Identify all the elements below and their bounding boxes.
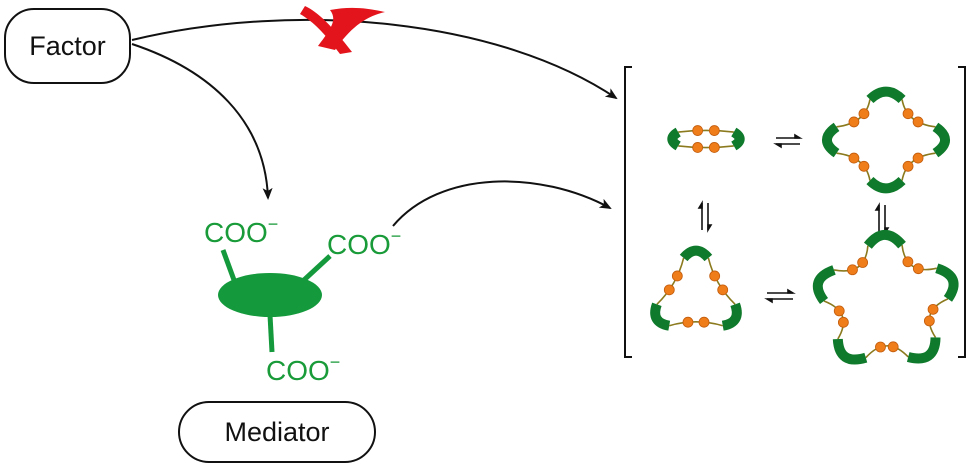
macrocycle-linker [901, 152, 936, 181]
bracket-right [958, 66, 966, 358]
macrocycle-bead [709, 270, 721, 282]
mediator-box: Mediator [178, 401, 376, 463]
macrocycle-tetramer [822, 86, 950, 194]
macrocycle-unit [679, 245, 713, 262]
macrocycle-bead [912, 116, 924, 128]
equilibrium-arrow-top [773, 133, 803, 149]
carboxylate-label-bottom: COO− [266, 352, 341, 386]
equilibrium-arrow-left [697, 200, 713, 233]
macrocycle-unit [932, 122, 950, 158]
macrocycle-bead [858, 160, 870, 172]
equilibrium-arrow-bottom [764, 288, 796, 304]
macrocycle-bead [833, 305, 845, 317]
carboxylate-label-right: COO− [327, 226, 402, 260]
blocked-x-icon [300, 6, 385, 54]
macrocycle-bead [717, 284, 729, 296]
macrocycle-linker [928, 298, 949, 338]
carboxylate-bond-left [220, 249, 237, 281]
macrocycle-bead [857, 257, 869, 268]
macrocycle-bead [902, 160, 914, 172]
macrocycle-bead [698, 316, 710, 328]
mediator-label: Mediator [224, 416, 330, 447]
macrocycle-bead [682, 316, 694, 328]
arrow-factor-to-mediator [131, 43, 273, 200]
bracket-left [624, 66, 632, 358]
macrocycle-bead [708, 125, 720, 136]
macrocycle-linker [836, 152, 871, 181]
macrocycle-trimer [650, 245, 742, 331]
macrocycle-linker [823, 300, 845, 340]
macrocycle-bead [923, 315, 935, 327]
macrocycle-dimer [667, 125, 745, 153]
macrocycle-linker [901, 99, 936, 128]
macrocycle-linker [865, 345, 909, 359]
arrow-mediator-to-equilibrium [392, 180, 612, 227]
macrocycle-bead [912, 152, 924, 164]
macrocycle-bead [692, 142, 704, 153]
macrocycle-linker [901, 245, 937, 271]
macrocycle-bead [927, 303, 939, 315]
macrocycle-bead [848, 116, 860, 128]
macrocycle-bead [692, 125, 704, 136]
macrocycle-unit [650, 302, 671, 331]
macrocycle-bead [837, 316, 849, 328]
macrocycle-unit [866, 86, 906, 104]
macrocycle-bead [875, 341, 886, 353]
equilibrium-arrow-right [874, 202, 890, 236]
macrocycle-bead [902, 256, 914, 268]
carboxylate-bond-bottom [267, 314, 275, 353]
macrocycle-unit [667, 127, 681, 151]
macrocycle-unit [822, 122, 840, 158]
mediator-core [218, 273, 322, 317]
macrocycle-linker [678, 129, 734, 133]
carboxylate-label-left: COO− [204, 214, 279, 248]
macrocycle-linker [678, 145, 734, 149]
macrocycle-linker [836, 99, 871, 128]
macrocycle-linker [833, 245, 869, 272]
macrocycle-bead [848, 152, 860, 164]
macrocycle-bead [663, 284, 675, 296]
macrocycle-linker [669, 321, 723, 327]
macrocycle-bead [858, 108, 870, 120]
macrocycle-unit [721, 302, 742, 331]
macrocycle-bead [887, 341, 899, 353]
factor-label: Factor [29, 30, 106, 61]
mediator-molecule [218, 249, 332, 353]
macrocycle-unit [935, 263, 959, 302]
macrocycle-bead [902, 108, 914, 120]
macrocycle-unit [863, 229, 906, 249]
macrocycle-unit [832, 338, 868, 365]
carboxylate-bond-right [302, 254, 332, 282]
macrocycle-unit [866, 176, 906, 194]
macrocycle-linker [707, 257, 736, 305]
macrocycle-linker [656, 257, 685, 305]
factor-box: Factor [4, 8, 131, 84]
arrow-factor-to-equilibrium [131, 18, 618, 100]
macrocycle-unit [812, 265, 836, 304]
macrocycle-pentamer [812, 229, 959, 365]
macrocycle-bead [671, 270, 683, 282]
macrocycle-bead [847, 264, 858, 276]
macrocycle-unit [731, 127, 745, 151]
macrocycle-bead [912, 263, 924, 275]
macrocycle-bead [708, 142, 720, 153]
macrocycle-unit [906, 337, 941, 364]
